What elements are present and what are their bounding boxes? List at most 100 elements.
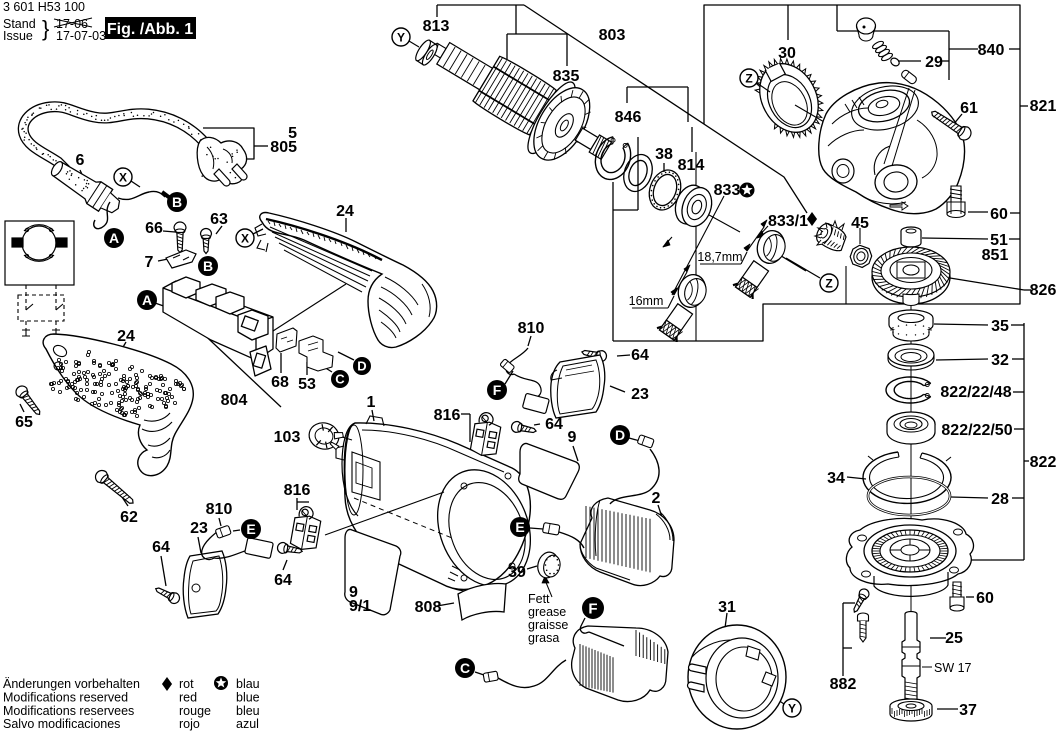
svg-text:Fett: Fett bbox=[528, 592, 550, 606]
svg-text:835: 835 bbox=[553, 68, 580, 85]
svg-text:grasa: grasa bbox=[528, 631, 559, 645]
svg-text:X: X bbox=[241, 231, 249, 245]
svg-text:18,7mm: 18,7mm bbox=[697, 250, 742, 264]
svg-text:bleu: bleu bbox=[236, 704, 260, 718]
svg-text:rot: rot bbox=[179, 677, 194, 691]
svg-text:29: 29 bbox=[925, 54, 943, 71]
svg-text:E: E bbox=[246, 521, 255, 537]
svg-text:63: 63 bbox=[210, 211, 228, 228]
svg-text:64: 64 bbox=[274, 572, 292, 589]
svg-text:35: 35 bbox=[991, 318, 1009, 335]
svg-text:60: 60 bbox=[976, 590, 994, 607]
svg-text:Salvo modificaciones: Salvo modificaciones bbox=[3, 717, 120, 731]
svg-text:X: X bbox=[119, 170, 127, 184]
svg-text:103: 103 bbox=[274, 429, 301, 446]
svg-text:53: 53 bbox=[298, 376, 316, 393]
svg-text:16mm: 16mm bbox=[629, 294, 664, 308]
svg-text:Y: Y bbox=[788, 701, 796, 715]
svg-text:A: A bbox=[142, 292, 152, 308]
svg-text:32: 32 bbox=[991, 352, 1009, 369]
svg-text:28: 28 bbox=[991, 491, 1009, 508]
svg-text:}: } bbox=[42, 16, 49, 41]
svg-text:3 601 H53 100: 3 601 H53 100 bbox=[3, 0, 85, 14]
svg-text:814: 814 bbox=[678, 157, 705, 174]
svg-text:803: 803 bbox=[599, 27, 626, 44]
svg-text:Stand: Stand bbox=[3, 17, 36, 31]
svg-text:23: 23 bbox=[631, 386, 649, 403]
svg-text:24: 24 bbox=[117, 328, 135, 345]
svg-text:61: 61 bbox=[960, 100, 978, 117]
svg-text:66: 66 bbox=[145, 220, 163, 237]
svg-text:graisse: graisse bbox=[528, 618, 568, 632]
svg-text:833: 833 bbox=[714, 182, 741, 199]
svg-text:Issue: Issue bbox=[3, 29, 33, 43]
svg-text:62: 62 bbox=[120, 509, 138, 526]
svg-text:851: 851 bbox=[982, 247, 1009, 264]
svg-text:1: 1 bbox=[367, 394, 376, 411]
svg-text:65: 65 bbox=[15, 414, 33, 431]
svg-text:C: C bbox=[335, 372, 345, 387]
svg-text:826: 826 bbox=[1030, 282, 1057, 299]
svg-text:red: red bbox=[179, 690, 197, 704]
svg-text:6: 6 bbox=[76, 152, 85, 169]
svg-text:34: 34 bbox=[827, 470, 845, 487]
svg-text:808: 808 bbox=[415, 599, 442, 616]
svg-text:17-07-03: 17-07-03 bbox=[56, 29, 106, 43]
svg-text:24: 24 bbox=[336, 203, 354, 220]
svg-text:822/22/48: 822/22/48 bbox=[940, 384, 1011, 401]
svg-text:816: 816 bbox=[284, 482, 311, 499]
svg-text:9: 9 bbox=[568, 429, 577, 446]
svg-text:805: 805 bbox=[270, 139, 297, 156]
svg-text:grease: grease bbox=[528, 605, 566, 619]
svg-text:A: A bbox=[109, 230, 119, 246]
svg-text:804: 804 bbox=[221, 392, 248, 409]
svg-text:37: 37 bbox=[959, 702, 977, 719]
svg-text:31: 31 bbox=[718, 599, 736, 616]
svg-text:F: F bbox=[493, 382, 502, 398]
svg-text:23: 23 bbox=[190, 520, 208, 537]
svg-text:B: B bbox=[203, 258, 213, 274]
svg-text:9/1: 9/1 bbox=[349, 598, 371, 615]
svg-text:F: F bbox=[588, 600, 597, 617]
svg-text:810: 810 bbox=[206, 501, 233, 518]
svg-text:51: 51 bbox=[990, 232, 1008, 249]
svg-text:E: E bbox=[515, 519, 524, 535]
svg-text:Änderungen vorbehalten: Änderungen vorbehalten bbox=[3, 677, 140, 691]
svg-text:39: 39 bbox=[508, 564, 526, 581]
svg-text:blau: blau bbox=[236, 677, 260, 691]
svg-text:rojo: rojo bbox=[179, 717, 200, 731]
svg-text:D: D bbox=[615, 427, 625, 443]
svg-text:C: C bbox=[460, 660, 470, 676]
svg-text:833/1: 833/1 bbox=[768, 213, 808, 230]
svg-text:Y: Y bbox=[397, 30, 405, 44]
svg-text:64: 64 bbox=[631, 347, 649, 364]
svg-text:816: 816 bbox=[434, 407, 461, 424]
svg-text:840: 840 bbox=[978, 42, 1005, 59]
svg-text:7: 7 bbox=[145, 254, 154, 271]
svg-text:D: D bbox=[357, 359, 366, 374]
svg-text:Fig. /Abb. 1: Fig. /Abb. 1 bbox=[107, 21, 193, 38]
svg-text:9: 9 bbox=[349, 584, 358, 601]
svg-text:blue: blue bbox=[236, 690, 260, 704]
svg-text:5: 5 bbox=[288, 125, 297, 142]
svg-text:Modifications reserved: Modifications reserved bbox=[3, 690, 128, 704]
svg-text:846: 846 bbox=[615, 109, 642, 126]
svg-text:822: 822 bbox=[1030, 454, 1057, 471]
svg-text:45: 45 bbox=[851, 215, 869, 232]
svg-text:68: 68 bbox=[271, 374, 289, 391]
svg-text:SW 17: SW 17 bbox=[934, 661, 972, 675]
svg-text:Modifications reservees: Modifications reservees bbox=[3, 704, 134, 718]
svg-text:25: 25 bbox=[945, 630, 963, 647]
svg-text:B: B bbox=[172, 194, 182, 210]
svg-text:810: 810 bbox=[518, 320, 545, 337]
svg-text:30: 30 bbox=[778, 45, 796, 62]
svg-text:rouge: rouge bbox=[179, 704, 211, 718]
svg-text:azul: azul bbox=[236, 717, 259, 731]
svg-text:Z: Z bbox=[745, 71, 752, 85]
svg-text:38: 38 bbox=[655, 146, 673, 163]
svg-text:2: 2 bbox=[652, 490, 661, 507]
svg-text:821: 821 bbox=[1030, 98, 1057, 115]
svg-text:813: 813 bbox=[423, 18, 450, 35]
svg-text:Z: Z bbox=[825, 276, 832, 290]
svg-text:822/22/50: 822/22/50 bbox=[941, 422, 1012, 439]
